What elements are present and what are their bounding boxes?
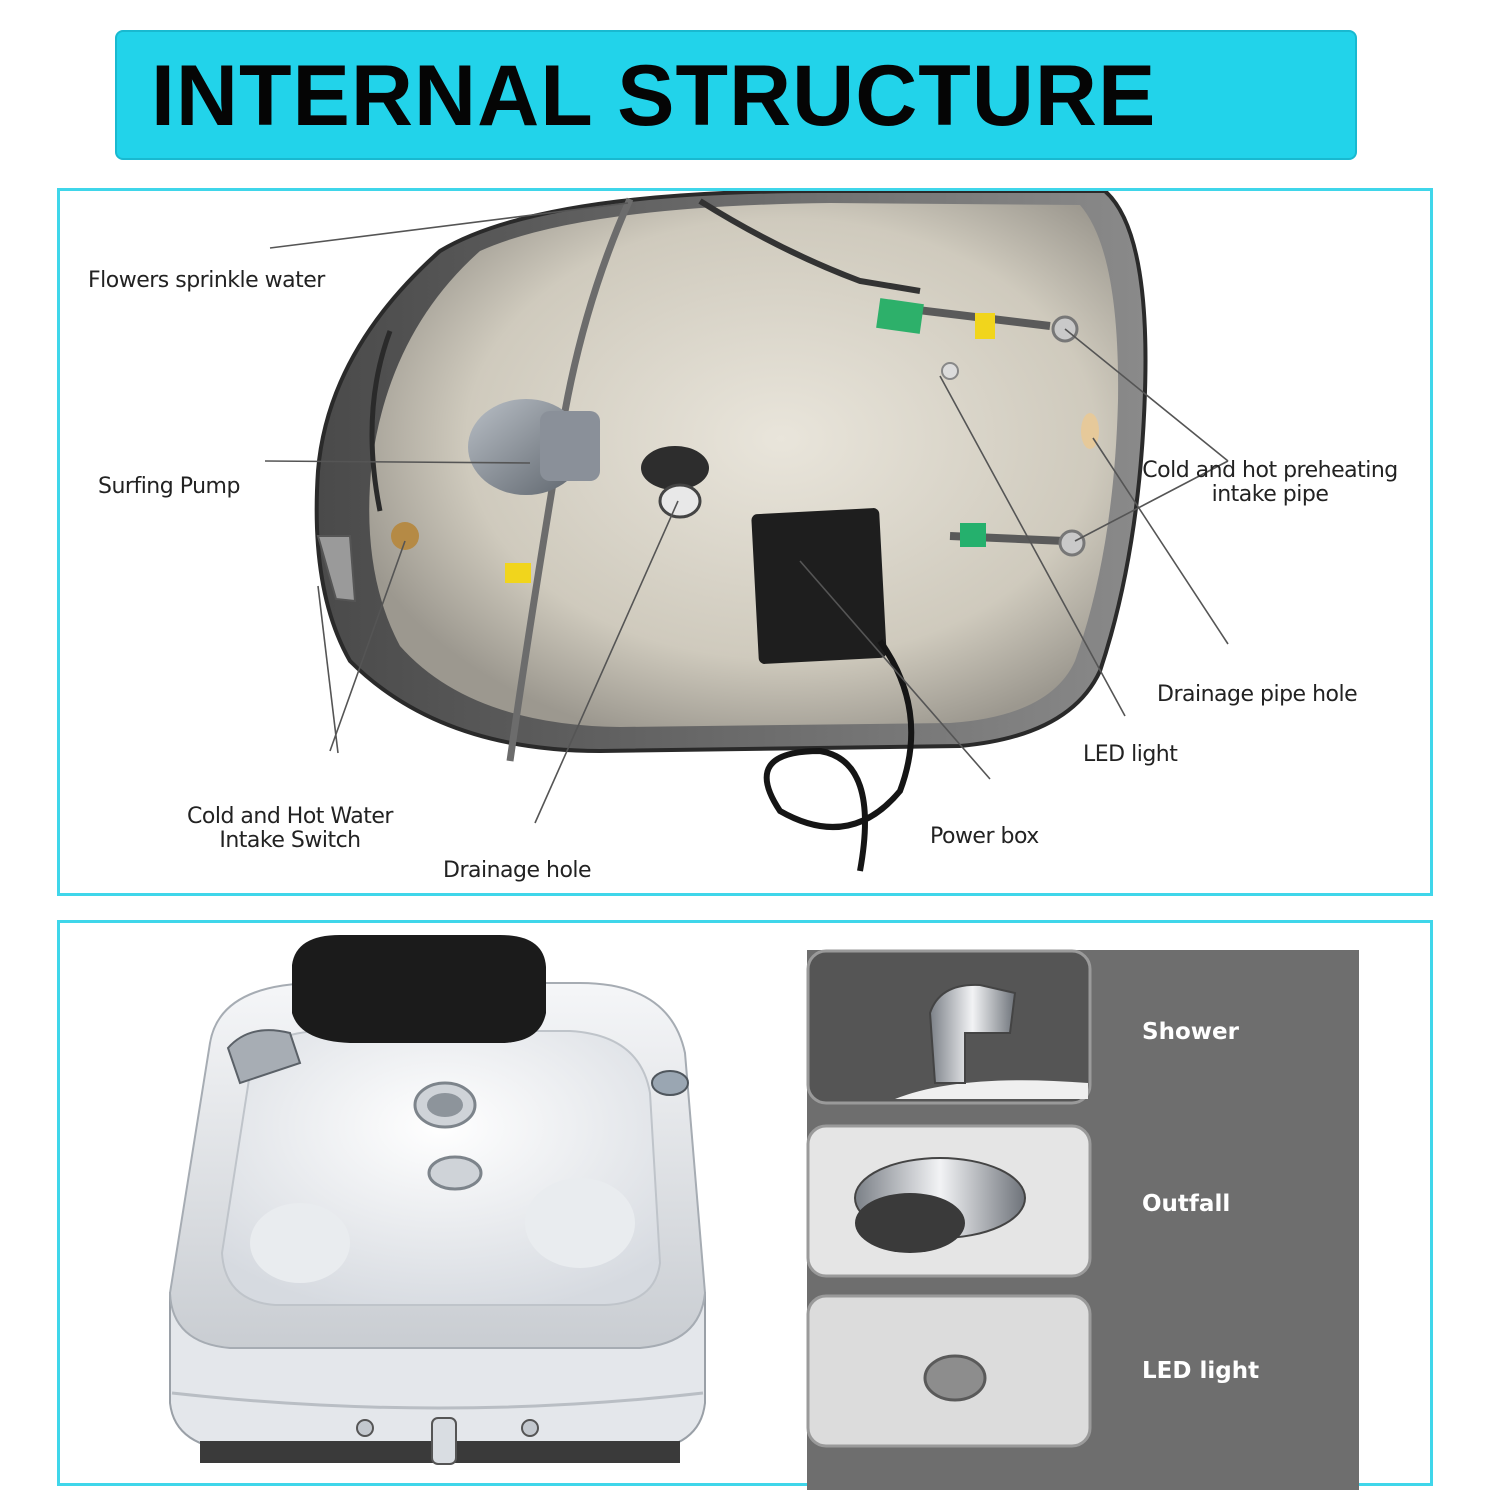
mounting-bracket [316, 535, 357, 603]
label-cold-hot-water-switch-line2: Intake Switch [219, 828, 361, 853]
title-banner: INTERNAL STRUCTURE [115, 30, 1357, 160]
label-led-light: LED light [1083, 742, 1178, 767]
feature-strip [807, 950, 1359, 1490]
foot-spa-basin-photo [168, 935, 707, 1465]
power-cable [763, 639, 915, 872]
label-surfing-pump: Surfing Pump [98, 474, 240, 499]
jet-nozzle [427, 1155, 483, 1191]
label-drainage-pipe-hole: Drainage pipe hole [1157, 682, 1358, 707]
product-features-panel: Shower Outfall LED light [57, 920, 1433, 1490]
led-light-fixture [651, 1070, 689, 1096]
label-cold-hot-water-switch: Cold and Hot Water Intake Switch [160, 805, 420, 853]
basin-underside-illustration [264, 191, 1229, 872]
page-title: INTERNAL STRUCTURE [151, 48, 1157, 144]
label-preheating-intake-pipe-line1: Cold and hot preheating [1142, 458, 1398, 483]
label-preheating-intake-pipe-line2: intake pipe [1211, 482, 1329, 507]
power-box [751, 508, 887, 664]
label-preheating-intake-pipe: Cold and hot preheating intake pipe [1125, 459, 1415, 507]
internal-structure-panel: Flowers sprinkle water Surfing Pump Cold… [57, 188, 1433, 896]
label-power-box: Power box [930, 824, 1039, 849]
drainage-hole-fitting [641, 446, 709, 490]
label-cold-hot-water-switch-line1: Cold and Hot Water [187, 804, 393, 829]
led-light-fitting [941, 362, 959, 380]
basin-inner-tub [369, 203, 1119, 727]
label-drainage-hole: Drainage hole [443, 858, 592, 883]
feature-label-led-light: LED light [1142, 1358, 1260, 1384]
leader-lines [264, 202, 1229, 824]
headrest-cushion [292, 935, 546, 1043]
label-flowers-sprinkle-water: Flowers sprinkle water [88, 268, 325, 293]
water-intake-switch-fitting [391, 522, 419, 550]
feature-label-outfall: Outfall [1142, 1191, 1231, 1217]
feature-label-shower: Shower [1142, 1019, 1239, 1045]
shower-fixture [226, 1029, 302, 1085]
